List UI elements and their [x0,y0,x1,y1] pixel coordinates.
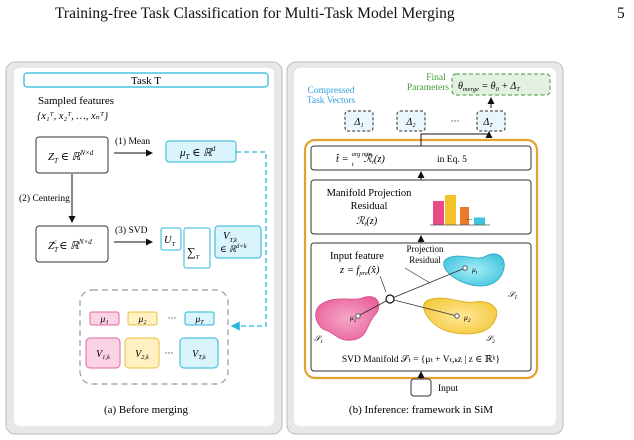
bank-ellipsis-top: ··· [168,313,177,323]
residual-bar-3 [460,207,469,225]
left-panel: Task T Sampled features {x₁ᵀ, x₂ᵀ, …, xₙ… [5,61,283,435]
manifold-st-mu: μt [472,265,478,276]
manifold-s1 [315,296,380,341]
manifold-s1-mu: μ1 [350,313,357,324]
caption-b: (b) Inference: framework in SiM [349,404,493,416]
mu-1-box [89,311,120,326]
manifold-s2-mu: μ2 [464,313,471,324]
delta-t-label: ΔT [482,117,493,129]
manifold-s1-label: 𝒮1 [314,334,323,345]
mu-t-bank-label: μT [194,315,204,326]
delta-2-label: Δ₂ [405,117,416,128]
page-header-title: Training-free Task Classification for Mu… [55,5,455,22]
bar-ellipsis: ... [467,214,473,222]
step-centering-label: (2) Centering [19,193,70,204]
delta-1-box [344,110,374,132]
bank-ellipsis-bottom: ··· [165,348,174,358]
residual-title-1: Manifold Projection [327,188,413,199]
u-t-box [160,227,182,251]
caption-a: (a) Before merging [104,404,189,416]
u-t-label: UT [164,235,176,248]
mu-t-label: μT ∈ ℝd [179,145,216,161]
v-tk-label: VT,k [223,231,237,244]
delta-1-label: Δ₁ [353,117,363,128]
sigma-t-box [183,227,211,269]
mu-2-box [127,311,158,326]
svd-manifold-def: SVD Manifold 𝒮ₜ = {μₜ + Vₜ,ₖz | z ∈ ℝᵏ} [342,354,500,365]
zt-centered-symbol: ZTc ∈ ℝN×d [48,238,92,254]
page-number: 5 [617,5,625,22]
delta-ellipsis: ··· [451,116,460,126]
zt-centered-box [35,225,109,263]
input-box [410,378,432,397]
v-tk-bank-box [179,337,219,369]
manifold-s2-label: 𝒮2 [486,334,495,345]
argmin-eq-ref: in Eq. 5 [437,155,467,165]
final-params-box [451,73,551,96]
residual-bar-2 [445,195,456,225]
residual-bar-1 [433,201,444,225]
zt-symbol: ZT ∈ ℝN×d [48,149,94,165]
v-1k-label: V1,k [96,349,110,361]
theta-merge-formula: θmerge = θ0 + ΔT [458,81,520,93]
final-label-2: Parameters [407,83,450,93]
v-tk-bank-label: VT,k [192,349,206,361]
mu-2-label: μ₂ [137,315,147,325]
manifold-s2 [423,297,498,335]
task-t-label: Task T [131,75,161,87]
task-t-banner [23,72,269,88]
input-label: Input [438,384,458,394]
compressed-label-2: Task Vectors [307,96,356,106]
sampled-features-set: {x₁ᵀ, x₂ᵀ, …, xₙᵀ} [37,111,109,122]
task-bank [79,289,229,385]
input-point [385,294,395,304]
residual-title-2: Residual [351,201,388,212]
v-2k-label: V2,k [135,349,149,361]
argmin-box [310,145,532,171]
v-1k-box [85,337,121,369]
residual-expr: ℛt(z) [356,215,378,228]
step-svd-label: (3) SVD [115,225,148,236]
mu-to-bank-connector [230,151,267,331]
delta-2-box [396,110,426,132]
compressed-label-1: Compressed [308,86,355,96]
projection-residual-label-1: Projection [407,244,444,254]
input-feature-expr: z = fpre(x̂) [339,265,380,277]
step-mean-label: (1) Mean [115,136,150,147]
v-tk-box [214,225,262,259]
v-tk-space: ∈ ℝd×k [220,243,247,254]
sigma-t-label: ∑T [187,245,200,261]
zt-matrix-box [35,136,109,174]
projection-residual-label-2: Residual [409,255,441,265]
residual-bar-chart [433,195,485,225]
mu-t-bank-box [184,311,215,326]
right-panel: Compressed Task Vectors Final Parameters… [286,61,564,435]
v-2k-box [124,337,160,369]
final-label-1: Final [426,73,446,83]
mu-1-label: μ₁ [99,315,108,325]
input-feature-label: Input feature [330,251,384,262]
residual-bar-4 [474,217,485,225]
manifold-st-label: 𝒮T [508,290,518,301]
sampled-features-label: Sampled features [38,95,114,107]
